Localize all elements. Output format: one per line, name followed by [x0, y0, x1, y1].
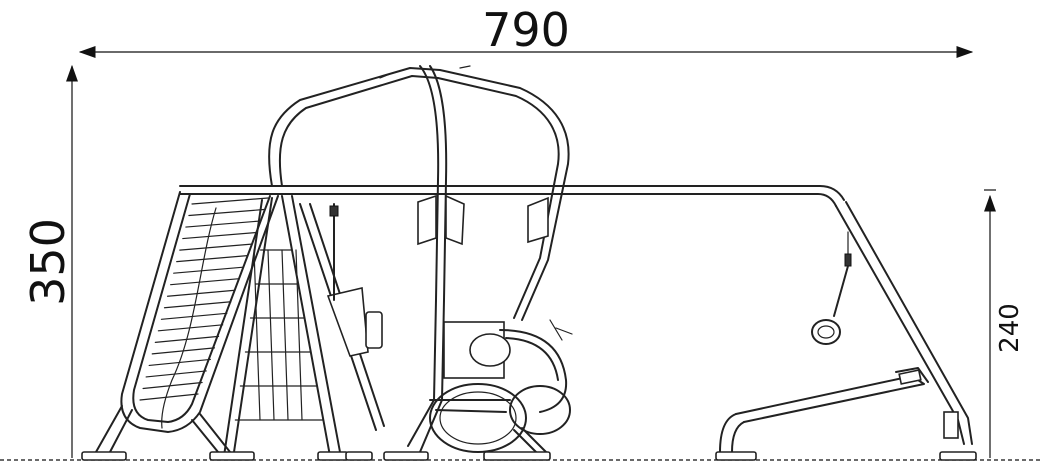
ramp-slat: [185, 220, 261, 228]
climbing-ramp: [120, 191, 279, 433]
wheel-machine: [383, 319, 573, 461]
net-strand: [295, 249, 303, 421]
rope-net: [223, 195, 341, 457]
right-frame: [811, 201, 977, 461]
ramp-slat: [157, 324, 224, 332]
situp-bench: [715, 367, 929, 461]
ramp-slat: [145, 370, 207, 378]
net-strand: [281, 249, 289, 421]
ramp-slat: [182, 231, 257, 240]
ramp-slat: [191, 197, 269, 205]
ramp-slat: [166, 289, 236, 297]
climbing-rope: [161, 207, 217, 429]
ramp-slat: [173, 266, 244, 274]
left-legs: [81, 405, 373, 461]
net-strand: [253, 249, 261, 421]
side-height-dimension-label: 240: [995, 303, 1025, 353]
ramp-slat: [188, 208, 265, 217]
ramp-slat: [179, 243, 253, 251]
trapeze-ring-icon: [811, 319, 841, 345]
ramp-slat: [160, 312, 228, 320]
seat-station: [299, 203, 385, 431]
height-dimension-label: 350: [21, 218, 75, 306]
ramp-slat: [163, 301, 232, 309]
top-beam: [179, 185, 845, 207]
arch-panels: [417, 194, 549, 246]
ramp-slat: [176, 255, 249, 263]
ramp-slat: [142, 381, 203, 390]
central-arch: [268, 65, 570, 453]
width-dimension-label: 790: [482, 3, 570, 57]
net-grid: [234, 249, 324, 421]
ramp-slat: [139, 393, 199, 401]
net-strand: [267, 249, 275, 421]
ramp-slat: [169, 278, 240, 286]
ramp-slats: [139, 197, 269, 401]
